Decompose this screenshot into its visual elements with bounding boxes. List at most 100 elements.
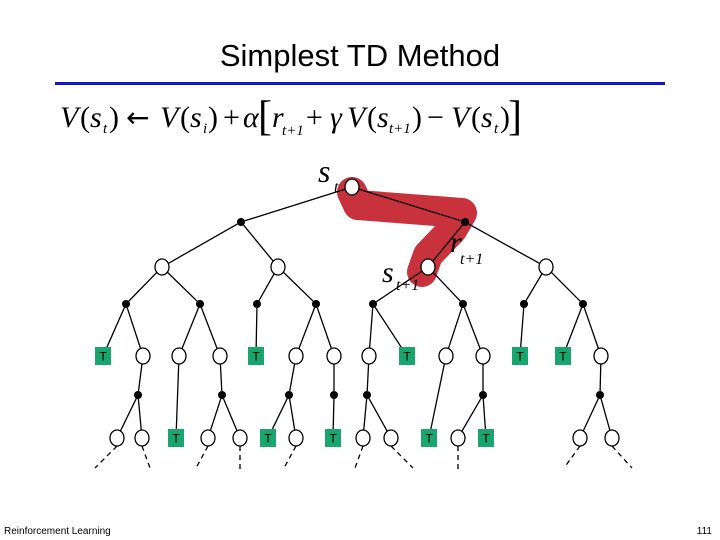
label-st-s: s xyxy=(318,153,330,189)
tree-edge xyxy=(374,306,404,350)
label-next-sub: t+1 xyxy=(396,277,419,294)
action-node xyxy=(596,391,604,399)
terminal-node: T xyxy=(399,347,415,365)
terminal-label: T xyxy=(482,432,490,446)
tree-edge xyxy=(468,223,541,265)
formula-rparen-3: ) xyxy=(412,101,422,134)
terminal-node: T xyxy=(95,347,111,365)
tree-state-labels: s t r t+1 s t+1 xyxy=(318,153,483,294)
formula-r-sub: t+1 xyxy=(282,123,304,139)
tree-edge xyxy=(282,271,314,302)
tree-edge xyxy=(119,398,137,432)
formula-lhs-v: V xyxy=(60,101,82,134)
terminal-label: T xyxy=(425,432,433,446)
formula-alpha: α xyxy=(243,101,260,134)
action-node xyxy=(122,300,130,308)
tree-continuation-dash xyxy=(611,445,633,469)
formula-rhs2-s: s xyxy=(377,101,389,134)
tree-edge xyxy=(126,307,142,350)
state-node xyxy=(288,429,304,447)
tree-edge xyxy=(432,271,461,302)
tree-edge xyxy=(565,307,583,349)
terminal-node: T xyxy=(478,429,494,447)
tree-continuation-dash xyxy=(283,445,297,469)
state-node xyxy=(450,429,466,447)
state-node xyxy=(232,429,248,447)
tree-continuation-dash xyxy=(141,445,151,469)
formula-rhs2-v: V xyxy=(347,101,369,134)
tree-edge xyxy=(209,398,222,432)
action-node xyxy=(461,218,469,226)
tree-continuation-dash xyxy=(354,445,364,469)
terminal-box xyxy=(421,429,437,447)
action-node xyxy=(134,391,142,399)
label-reward-r: r xyxy=(450,226,462,259)
state-node-st xyxy=(344,178,360,196)
terminal-box xyxy=(478,429,494,447)
terminal-box xyxy=(399,347,415,365)
footer-page-number: 111 xyxy=(696,526,712,537)
formula-arrow: ← xyxy=(126,101,149,134)
formula-plus-2: + xyxy=(306,101,323,134)
tree-edge xyxy=(167,223,238,265)
action-node xyxy=(363,391,371,399)
formula-minus: − xyxy=(427,101,444,134)
action-node xyxy=(520,300,528,308)
terminal-label: T xyxy=(264,432,272,446)
state-node xyxy=(475,347,491,365)
state-node xyxy=(171,347,187,365)
terminal-label: T xyxy=(516,350,524,364)
state-node xyxy=(604,429,620,447)
tree-edge xyxy=(482,398,487,431)
terminal-node: T xyxy=(421,429,437,447)
action-node xyxy=(285,391,293,399)
formula-rhs3-sub: t xyxy=(494,121,499,137)
action-node xyxy=(369,300,377,308)
state-node xyxy=(134,429,150,447)
terminal-node: T xyxy=(168,429,184,447)
terminal-label: T xyxy=(99,350,107,364)
state-node xyxy=(383,429,399,447)
state-node xyxy=(212,347,228,365)
formula-lhs-sub: t xyxy=(103,121,108,137)
action-node xyxy=(196,300,204,308)
formula-rhs1-sub: i xyxy=(203,121,207,137)
terminal-label: T xyxy=(252,350,260,364)
tree-edge xyxy=(431,224,463,263)
label-reward-sub: t+1 xyxy=(460,251,483,268)
state-node-st1 xyxy=(420,258,436,276)
tree-edge xyxy=(599,362,602,392)
formula-plus-1: + xyxy=(223,101,240,134)
tree-edge xyxy=(255,307,258,349)
state-node xyxy=(438,347,454,365)
tree-edges xyxy=(105,188,611,433)
tree-continuation-dash xyxy=(94,445,118,469)
tree-edge xyxy=(429,362,446,431)
tree-edge xyxy=(258,272,276,301)
formula-rhs3-v: V xyxy=(451,101,473,134)
tree-edge xyxy=(270,398,288,432)
tree-edge xyxy=(463,307,482,350)
tree-edge xyxy=(175,362,180,431)
tree-edge xyxy=(447,307,463,350)
tree-edge xyxy=(200,307,219,350)
formula-lhs-s: s xyxy=(90,101,102,134)
tree-edge xyxy=(137,398,142,432)
terminal-box xyxy=(555,347,571,365)
tree-continuation-dash xyxy=(563,445,581,469)
formula-lparen-3: ( xyxy=(367,101,377,134)
tree-continuation-dash xyxy=(195,445,209,469)
tree-edge xyxy=(583,307,600,350)
tree-edge xyxy=(525,272,543,301)
terminal-box xyxy=(260,429,276,447)
tree-edge xyxy=(128,271,158,302)
tree-edge xyxy=(358,188,462,222)
terminal-label: T xyxy=(559,350,567,364)
td-update-formula: V ( s t ) ← V ( s i ) + α [ r t+1 + γ V … xyxy=(60,94,522,140)
action-node xyxy=(330,391,338,399)
tree-edge xyxy=(219,362,223,392)
state-node xyxy=(200,429,216,447)
tree-edge xyxy=(289,398,296,432)
terminal-box xyxy=(168,429,184,447)
